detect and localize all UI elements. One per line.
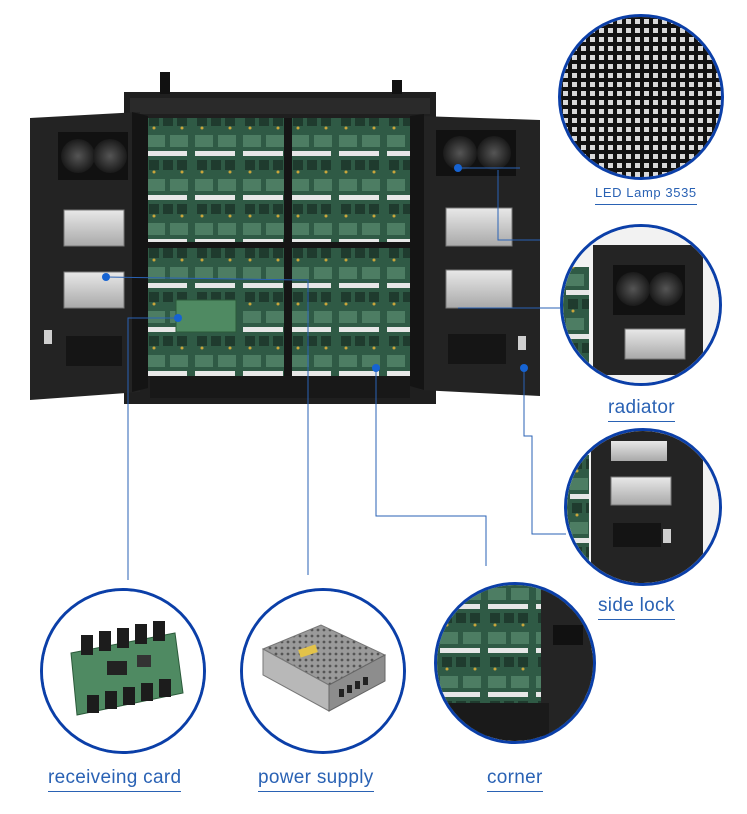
receiving-card-closeup <box>40 588 206 754</box>
left-door <box>30 112 148 400</box>
power-supply-label: power supply <box>258 767 374 792</box>
led-lamp-label: LED Lamp 3535 <box>595 185 697 205</box>
receiving-card-board <box>175 299 237 333</box>
cabinet-body <box>124 72 436 404</box>
radiator-label: radiator <box>608 397 675 422</box>
receiving-card-label: receiveing card <box>48 767 182 792</box>
callout-lines <box>105 167 566 580</box>
radiator-closeup <box>560 224 722 386</box>
corner-closeup <box>434 582 596 744</box>
corner-label: corner <box>487 767 543 792</box>
power-supply-closeup <box>240 588 406 754</box>
led-lamp-closeup <box>558 14 724 180</box>
side-lock-label: side lock <box>598 595 675 620</box>
side-lock-closeup <box>564 428 722 586</box>
right-door <box>410 114 540 396</box>
callout-dots <box>102 164 528 372</box>
